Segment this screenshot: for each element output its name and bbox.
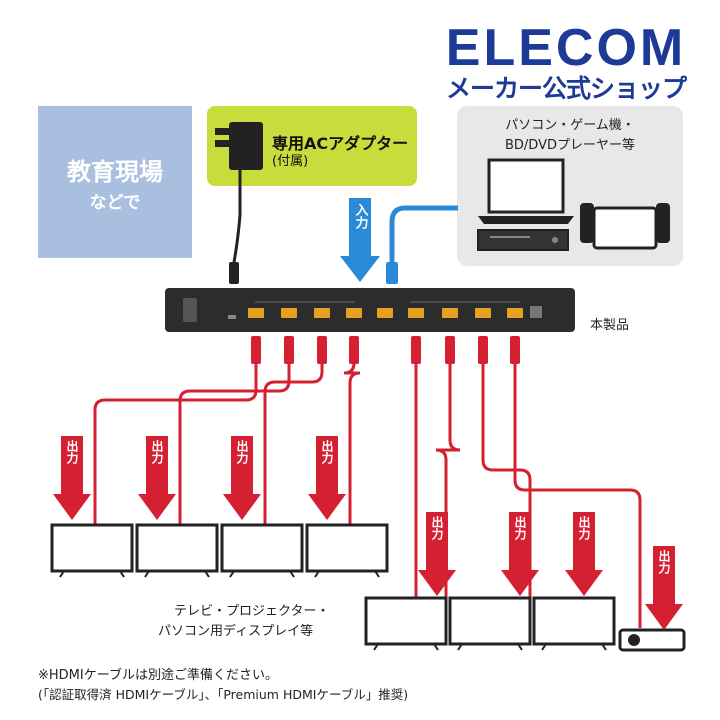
game-console-icon bbox=[580, 203, 670, 250]
display-icon bbox=[305, 523, 389, 578]
displays-label-1: テレビ・プロジェクター・ bbox=[174, 604, 330, 619]
output-label: 出力 bbox=[430, 515, 444, 541]
hdmi-connector bbox=[411, 336, 421, 364]
output-arrow: 出力 bbox=[223, 436, 261, 520]
hdmi-connector bbox=[478, 336, 488, 364]
display-icon bbox=[532, 596, 616, 651]
hdmi-connector bbox=[349, 336, 359, 364]
adapter-title: 専用ACアダプター bbox=[272, 134, 409, 153]
hdmi-connector bbox=[510, 336, 520, 364]
education-subtitle: などで bbox=[89, 193, 141, 213]
hdmi-cable bbox=[178, 364, 291, 525]
output-label: 出力 bbox=[150, 439, 164, 465]
source-devices-title-2: BD/DVDプレーヤー等 bbox=[505, 138, 635, 153]
hdmi-connector bbox=[445, 336, 455, 364]
display-icon bbox=[220, 523, 304, 578]
hdmi-cable bbox=[513, 364, 642, 628]
hdmi-output-port bbox=[314, 308, 330, 318]
product-label: 本製品 bbox=[590, 318, 630, 333]
hdmi-output-port bbox=[346, 308, 362, 318]
hdmi-connector bbox=[317, 336, 327, 364]
output-arrow: 出力 bbox=[501, 512, 539, 596]
hdmi-cable bbox=[93, 364, 258, 525]
hdmi-cable bbox=[343, 362, 361, 525]
output-label: 出力 bbox=[577, 515, 591, 541]
ac-adapter-icon bbox=[215, 122, 263, 284]
output-label: 出力 bbox=[235, 439, 249, 465]
output-arrows: 出力出力出力出力出力出力出力出力 bbox=[53, 436, 683, 630]
education-panel bbox=[38, 106, 192, 258]
display-icon bbox=[364, 596, 448, 651]
input-cable bbox=[386, 205, 458, 284]
cable-note-1: ※HDMIケーブルは別途ご準備ください。 bbox=[38, 668, 278, 683]
display-icon bbox=[135, 523, 219, 578]
hdmi-ports bbox=[248, 308, 523, 318]
hdmi-cable bbox=[435, 364, 461, 598]
hdmi-connector bbox=[284, 336, 294, 364]
output-label: 出力 bbox=[65, 439, 79, 465]
brand-block: ELECOM メーカー公式ショップ bbox=[426, 22, 706, 104]
hdmi-output-port bbox=[442, 308, 458, 318]
education-title: 教育現場 bbox=[67, 158, 163, 186]
output-label: 出力 bbox=[657, 549, 671, 575]
display-icon bbox=[448, 596, 532, 651]
output-arrow: 出力 bbox=[645, 546, 683, 630]
output-arrow: 出力 bbox=[53, 436, 91, 520]
elecom-logo: ELECOM bbox=[445, 19, 687, 77]
hdmi-output-port bbox=[408, 308, 424, 318]
display-icon bbox=[50, 523, 134, 578]
hdmi-output-port bbox=[281, 308, 297, 318]
output-arrow: 出力 bbox=[138, 436, 176, 520]
output-arrow: 出力 bbox=[565, 512, 603, 596]
adapter-subtitle: (付属) bbox=[272, 154, 309, 169]
laptop-icon bbox=[478, 158, 574, 224]
bd-player-icon bbox=[477, 229, 569, 251]
displays bbox=[50, 523, 616, 651]
projector-icon bbox=[618, 628, 686, 652]
hdmi-cable bbox=[481, 364, 532, 598]
cable-note-2: (「認証取得済 HDMIケーブル」、「Premium HDMIケーブル」推奨) bbox=[38, 687, 409, 702]
hdmi-connector bbox=[251, 336, 261, 364]
displays-label-2: パソコン用ディスプレイ等 bbox=[158, 624, 314, 639]
hdmi-splitter-device bbox=[165, 288, 575, 332]
hdmi-output-port bbox=[475, 308, 491, 318]
hdmi-cable bbox=[263, 364, 324, 525]
hdmi-input-port bbox=[377, 308, 393, 318]
hdmi-output-port bbox=[248, 308, 264, 318]
input-label: 入力 bbox=[353, 203, 369, 230]
output-label: 出力 bbox=[320, 439, 334, 465]
output-cables bbox=[93, 336, 642, 628]
shop-subtitle: メーカー公式ショップ bbox=[445, 74, 687, 103]
output-arrow: 出力 bbox=[308, 436, 346, 520]
hdmi-output-port bbox=[507, 308, 523, 318]
output-arrow: 出力 bbox=[418, 512, 456, 596]
output-label: 出力 bbox=[513, 515, 527, 541]
input-arrow bbox=[340, 198, 380, 282]
source-devices-title-1: パソコン・ゲーム機・ bbox=[505, 118, 635, 133]
